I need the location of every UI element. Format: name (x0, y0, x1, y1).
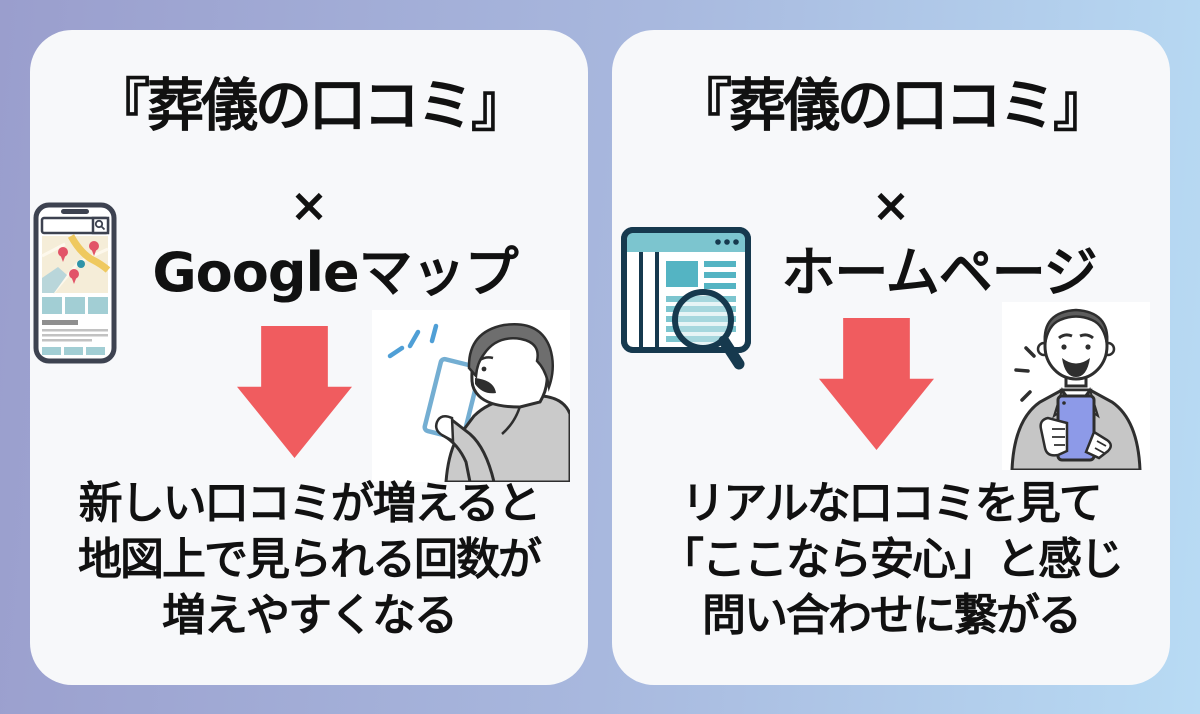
smartphone-map-icon (33, 202, 117, 364)
right-down-arrow-icon (819, 318, 934, 450)
left-panel-google-map: 『葬儀の口コミ』 × (30, 30, 588, 685)
left-multiply-sign: × (289, 178, 329, 232)
right-description: リアルな口コミを見て 「ここなら安心」と感じ 問い合わせに繋がる (612, 476, 1170, 644)
right-panel-title: 『葬儀の口コミ』 (675, 73, 1110, 139)
browser-search-svg (621, 227, 751, 370)
man-holding-phone-icon (1002, 302, 1150, 470)
right-description-line-3: 問い合わせに繋がる (702, 590, 1082, 641)
man-looking-at-phone-svg (372, 310, 570, 482)
browser-search-icon (621, 222, 751, 380)
right-description-line-2: 「ここなら安心」と感じ (660, 534, 1124, 585)
left-subtitle-google-map: Googleマップ (152, 241, 518, 304)
right-panel-homepage: 『葬儀の口コミ』 × ホームページ (612, 30, 1170, 685)
smartphone-map-svg (33, 202, 117, 364)
right-description-line-1: リアルな口コミを見て (681, 478, 1103, 529)
left-description-line-3: 増えやすくなる (162, 590, 458, 641)
right-multiply-sign: × (871, 178, 911, 232)
man-holding-phone-svg (1002, 302, 1150, 470)
left-description-line-1: 新しい口コミが増えると (78, 478, 542, 529)
left-down-arrow-icon (237, 326, 352, 458)
right-subtitle-homepage: ホームページ (781, 241, 1097, 304)
left-description: 新しい口コミが増えると 地図上で見られる回数が 増えやすくなる (30, 476, 588, 644)
left-description-line-2: 地図上で見られる回数が (78, 534, 542, 585)
left-panel-title: 『葬儀の口コミ』 (93, 73, 528, 139)
man-looking-at-phone-icon (372, 310, 570, 482)
